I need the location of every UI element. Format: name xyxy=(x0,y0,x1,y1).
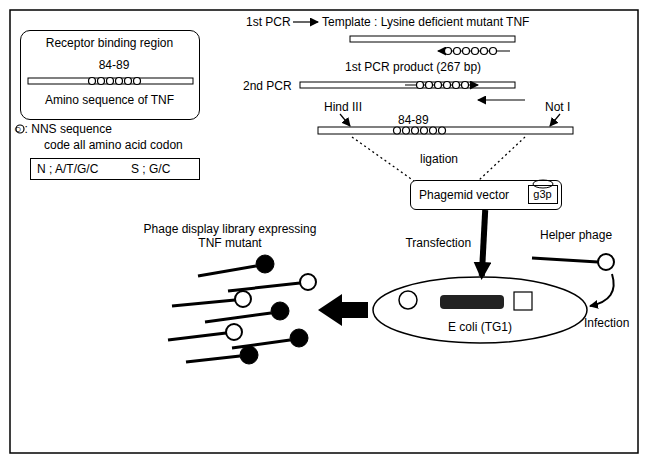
nns-codon xyxy=(134,78,141,85)
nns-codon xyxy=(481,48,488,55)
nns-codons xyxy=(394,127,446,134)
nns-codons xyxy=(445,48,497,55)
ellipse-outline xyxy=(373,277,587,343)
nns-codon xyxy=(426,82,433,89)
template-label: Template : Lysine deficient mutant TNF xyxy=(322,15,529,29)
phage-head xyxy=(290,329,308,347)
nns-codon xyxy=(453,82,460,89)
edge-label: Transfection xyxy=(405,236,471,250)
legend-note: code all amino acid codon xyxy=(44,138,183,152)
site-arrow xyxy=(550,114,560,126)
ligation-guide xyxy=(352,137,414,181)
plasmid xyxy=(399,291,417,309)
pcr-product-bar xyxy=(300,82,515,88)
helper-phage-head xyxy=(598,254,614,270)
legend-note: ○ : NNS sequence xyxy=(14,122,112,136)
phage-head xyxy=(300,274,316,290)
nns-codon xyxy=(412,127,419,134)
template-bar xyxy=(350,36,515,42)
phage-tail xyxy=(198,266,256,276)
phage-label: Helper phage xyxy=(540,228,612,242)
node-text: Receptor binding region xyxy=(21,36,198,50)
nns-codon xyxy=(116,78,123,85)
tnf-sequence-bar xyxy=(28,78,193,84)
nns-codon xyxy=(444,82,451,89)
insert-bar xyxy=(318,127,573,134)
phage-tail xyxy=(205,313,271,322)
site-arrow xyxy=(340,114,350,126)
pcr-arrow xyxy=(293,21,318,22)
phage-head xyxy=(271,302,289,320)
frame xyxy=(10,10,638,453)
helper-in-cell xyxy=(514,292,532,310)
phage-head xyxy=(235,291,251,307)
library-label: Phage display library expressing TNF mut… xyxy=(140,222,320,250)
nns-codon xyxy=(454,48,461,55)
code-key-box: N ; A/T/G/C S ; G/C xyxy=(30,158,200,180)
node-text: N ; A/T/G/C xyxy=(37,162,98,176)
nns-codons xyxy=(417,82,469,89)
phage-tail xyxy=(228,283,300,291)
node-text: g3p xyxy=(529,187,556,201)
site-label: Hind III xyxy=(324,100,362,114)
node-text: Amino sequence of TNF xyxy=(21,93,198,107)
cell-ellipse: E coli (TG1) xyxy=(372,276,588,344)
phage-head xyxy=(226,324,242,340)
phage-tail xyxy=(168,333,226,340)
flow-arrow xyxy=(482,210,485,276)
step-label: Infection xyxy=(584,316,629,330)
nns-codon xyxy=(394,127,401,134)
phage-tail xyxy=(172,300,235,306)
nns-codon xyxy=(421,127,428,134)
step-label: ligation xyxy=(420,152,458,166)
helper-phage-tail xyxy=(532,258,598,262)
phage-tail xyxy=(232,340,290,348)
node-text: E coli (TG1) xyxy=(372,320,588,334)
phage-library xyxy=(168,255,316,364)
nns-codon xyxy=(435,82,442,89)
reverse-primer xyxy=(478,99,525,100)
release-arrow xyxy=(318,294,368,326)
vector-box: Phagemid vector g3p xyxy=(410,180,562,210)
nns-codon xyxy=(417,82,424,89)
phage-head xyxy=(256,255,274,273)
region-box: Receptor binding region 84-89Amino sequen… xyxy=(20,30,200,120)
node-text: S ; G/C xyxy=(131,162,170,176)
nns-codon xyxy=(490,48,497,55)
phage-tail xyxy=(186,356,240,362)
nns-codon xyxy=(98,78,105,85)
nns-codon xyxy=(445,48,452,55)
step-label: 1st PCR xyxy=(246,15,291,29)
nns-codon xyxy=(462,82,469,89)
site-label: Not I xyxy=(545,100,570,114)
gene-box: g3p xyxy=(528,185,558,204)
phagemid-in-cell xyxy=(440,295,504,309)
step-label: 2nd PCR xyxy=(243,79,292,93)
product-label: 1st PCR product (267 bp) xyxy=(345,60,481,74)
nns-codon xyxy=(430,127,437,134)
g3p-cap xyxy=(533,180,553,188)
node-text: Phagemid vector xyxy=(419,188,509,202)
node-text: 84-89 xyxy=(79,58,149,72)
nns-codon xyxy=(107,78,114,85)
ligation-guide xyxy=(478,137,525,181)
nns-codon xyxy=(89,78,96,85)
nns-codon xyxy=(463,48,470,55)
region-label: 84-89 xyxy=(398,113,429,127)
infection-arrow xyxy=(590,274,614,306)
nns-codon xyxy=(125,78,132,85)
nns-codon xyxy=(403,127,410,134)
nns-codon xyxy=(472,48,479,55)
nns-codons xyxy=(89,78,141,85)
phage-head xyxy=(240,346,258,364)
nns-codon xyxy=(439,127,446,134)
